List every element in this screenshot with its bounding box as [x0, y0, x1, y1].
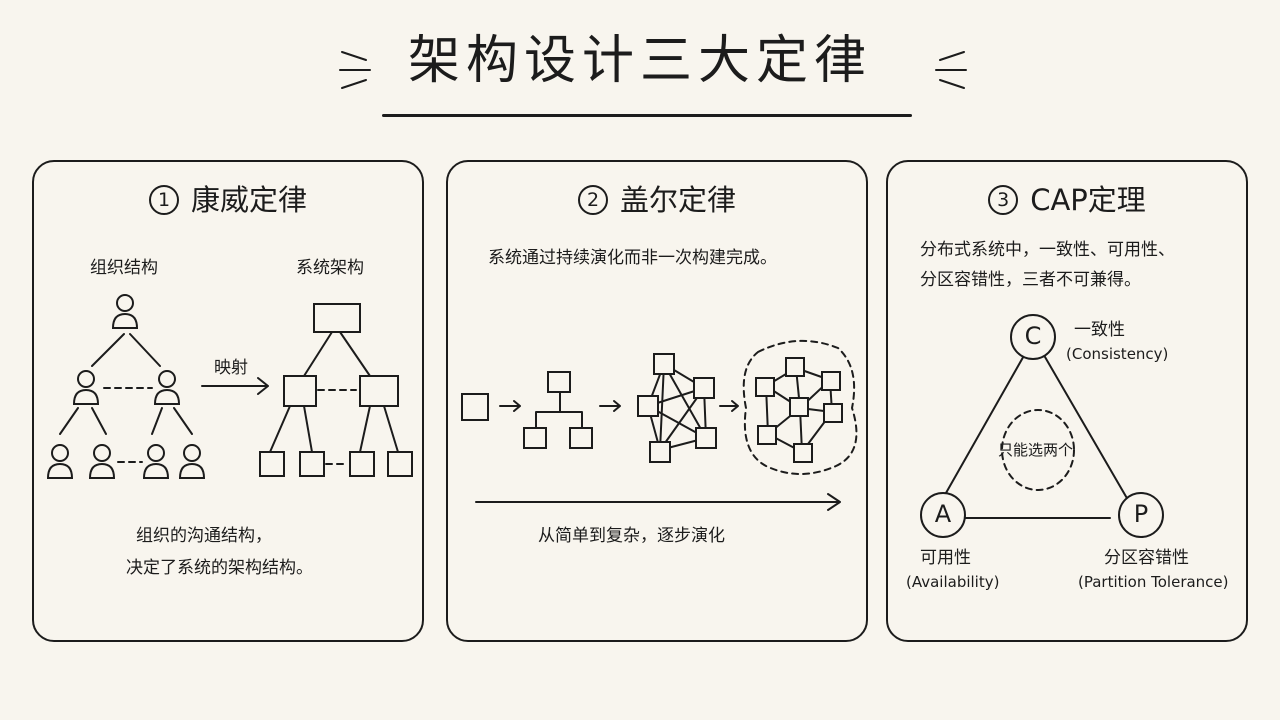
single-module-box: [461, 393, 489, 421]
cap-description-line2: 分区容错性，三者不可兼得。: [920, 270, 1141, 290]
org-structure-label: 组织结构: [90, 258, 158, 278]
consistency-english: (Consistency): [1066, 345, 1169, 363]
panel-number-badge: 2: [577, 185, 608, 215]
gall-title-text: 盖尔定律: [619, 183, 736, 217]
page-title: 架构设计三大定律: [407, 31, 872, 91]
module-box: [785, 357, 805, 377]
title-underline: [382, 114, 912, 117]
module-box: [823, 403, 843, 423]
system-module-box: [299, 451, 325, 477]
choice-circle: [1001, 409, 1075, 491]
person-icon: [142, 444, 170, 479]
module-box: [695, 427, 717, 449]
cap-theorem-panel: 3 CAP定理 分布式系统中，一致性、可用性、 分区容错性，三者不可兼得。 C A…: [886, 160, 1248, 642]
module-box: [547, 371, 571, 393]
person-icon: [88, 444, 116, 479]
conway-title-text: 康威定律: [190, 183, 307, 217]
system-module-box: [313, 303, 361, 333]
system-module-box: [349, 451, 375, 477]
person-icon: [72, 370, 100, 405]
cap-triangle: [941, 337, 1129, 519]
person-icon: [46, 444, 74, 479]
system-module-box: [359, 375, 399, 407]
title-decoration-right: [935, 51, 967, 89]
mapping-arrow: [201, 377, 269, 395]
evolution-arrow: [499, 400, 521, 412]
gall-description: 系统通过持续演化而非一次构建完成。: [488, 248, 777, 268]
partition-tolerance-node: P: [1118, 492, 1164, 538]
module-box: [569, 427, 593, 449]
module-box: [523, 427, 547, 449]
conway-description-line1: 组织的沟通结构，: [136, 526, 272, 546]
evolution-diagram: [461, 339, 858, 511]
conway-panel-title: 1 康威定律: [34, 180, 422, 220]
module-box: [637, 395, 659, 417]
consistency-node: C: [1010, 314, 1056, 360]
evolution-arrow: [599, 400, 621, 412]
module-box: [755, 377, 775, 397]
conway-description-line2: 决定了系统的架构结构。: [126, 558, 313, 578]
person-icon: [178, 444, 206, 479]
system-boundary: [742, 339, 858, 475]
gall-panel-title: 2 盖尔定律: [448, 180, 866, 220]
availability-node: A: [920, 492, 966, 538]
cap-title-text: CAP定理: [1030, 183, 1146, 217]
cap-description-line1: 分布式系统中，一致性、可用性、: [920, 240, 1175, 260]
module-box: [793, 443, 813, 463]
panel-number-badge: 1: [148, 185, 179, 215]
conway-law-panel: 1 康威定律 组织结构 系统架构 映射: [32, 160, 424, 642]
person-icon: [153, 370, 181, 405]
availability-english: (Availability): [906, 573, 1000, 591]
module-box: [649, 441, 671, 463]
system-architecture-label: 系统架构: [296, 258, 364, 278]
partition-tolerance-label: 分区容错性: [1104, 548, 1189, 568]
system-module-box: [387, 451, 413, 477]
module-box: [653, 353, 675, 375]
cap-triangle-diagram: [941, 337, 1129, 519]
evolution-arrow: [719, 400, 739, 412]
consistency-label: 一致性: [1074, 320, 1125, 340]
system-module-box: [283, 375, 317, 407]
module-box: [821, 371, 841, 391]
partition-tolerance-english: (Partition Tolerance): [1078, 573, 1229, 591]
title-decoration-left: [339, 51, 371, 89]
system-module-box: [259, 451, 285, 477]
panel-number-badge: 3: [988, 185, 1019, 215]
timeline-label: 从简单到复杂，逐步演化: [538, 526, 725, 546]
availability-label: 可用性: [920, 548, 971, 568]
gall-law-panel: 2 盖尔定律 系统通过持续演化而非一次构建完成。 从简单到复杂，逐步演化: [446, 160, 868, 642]
module-box: [693, 377, 715, 399]
cap-panel-title: 3 CAP定理: [888, 180, 1246, 220]
module-box: [757, 425, 777, 445]
conway-diagram: [46, 294, 413, 479]
person-icon: [111, 294, 139, 329]
timeline-arrow: [475, 493, 841, 511]
module-box: [789, 397, 809, 417]
choose-two-label: 只能选两个: [998, 441, 1074, 459]
mapping-label: 映射: [214, 358, 248, 378]
